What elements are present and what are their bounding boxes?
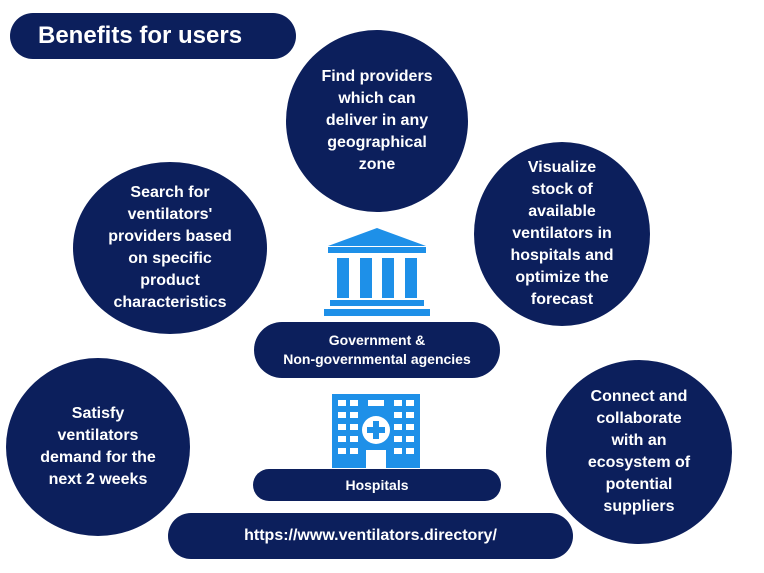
benefit-line: available [528, 203, 596, 220]
benefit-line: Satisfy [71, 405, 125, 422]
benefit-line: Find providers [321, 68, 433, 85]
hospitals-label: Hospitals [253, 469, 501, 501]
benefit-line: deliver in any [325, 112, 429, 129]
benefit-line: forecast [530, 291, 594, 308]
government-line-1: Government & [328, 332, 426, 348]
benefit-line: with an [611, 432, 667, 449]
benefit-line: potential [605, 476, 673, 493]
benefit-connect-ecosystem: Connect and collaborate with an ecosyste… [546, 360, 732, 544]
benefit-line: geographical [327, 134, 427, 151]
benefit-line: Search for [130, 184, 210, 201]
benefit-line: optimize the [515, 269, 609, 286]
benefit-line: next 2 weeks [48, 471, 148, 488]
benefit-line: Connect and [590, 388, 688, 405]
benefit-line: ventilators' [127, 206, 213, 223]
benefit-search-providers: Search for ventilators' providers based … [73, 162, 267, 334]
benefit-line: suppliers [603, 498, 675, 515]
benefit-line: providers based [108, 228, 232, 245]
page-title: Benefits for users [10, 13, 296, 59]
benefit-line: on specific [128, 250, 212, 267]
benefit-line: product [140, 272, 200, 289]
benefit-line: demand for the [40, 449, 156, 466]
benefit-line: hospitals and [510, 247, 614, 264]
website-url-link[interactable]: https://www.ventilators.directory/ [168, 513, 573, 559]
benefit-line: collaborate [596, 410, 682, 427]
benefit-satisfy-demand: Satisfy ventilators demand for the next … [6, 358, 190, 536]
government-line-2: Non-governmental agencies [283, 351, 471, 367]
government-agencies-label: Government & Non-governmental agencies [254, 322, 500, 378]
benefit-visualize-stock: Visualize stock of available ventilators… [474, 142, 650, 326]
benefit-line: ventilators in [512, 225, 612, 242]
benefit-line: ecosystem of [587, 454, 691, 471]
benefit-line: ventilators [57, 427, 139, 444]
benefit-line: Visualize [527, 159, 597, 176]
benefit-line: stock of [531, 181, 593, 198]
hospital-building-icon [332, 394, 420, 468]
government-building-icon [324, 228, 430, 316]
benefit-line: zone [358, 156, 396, 173]
benefit-find-providers: Find providers which can deliver in any … [286, 30, 468, 212]
benefit-line: characteristics [113, 294, 227, 311]
benefit-line: which can [338, 90, 416, 107]
